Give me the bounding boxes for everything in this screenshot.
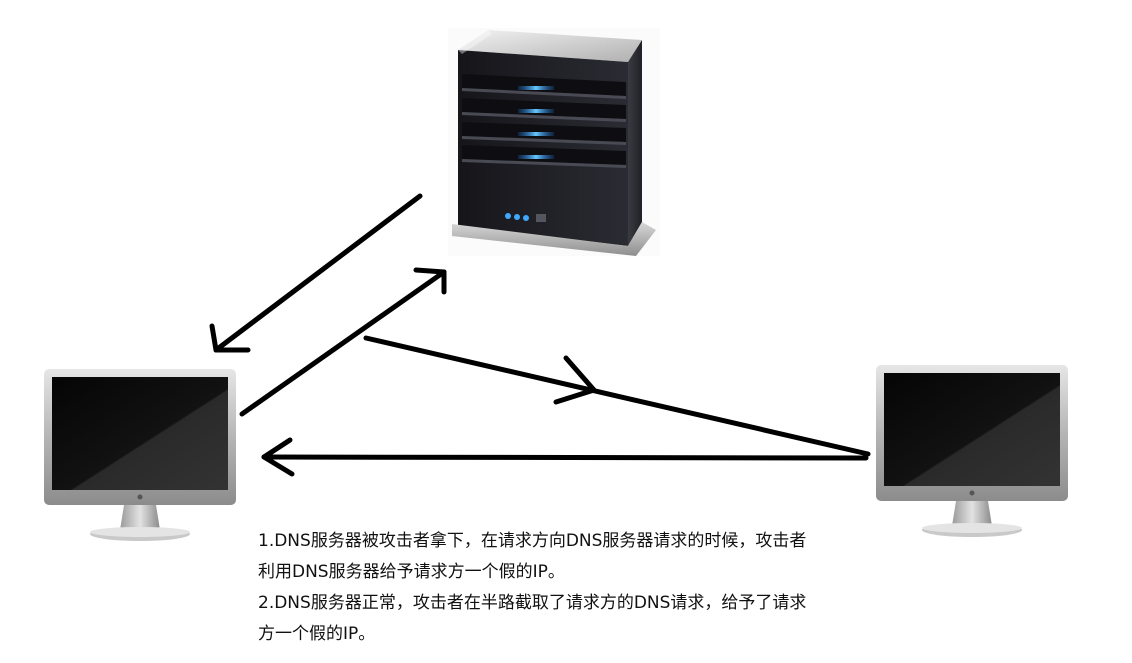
drive-bay [462,122,626,145]
dns-server-icon [448,28,660,256]
drive-bay [462,98,626,122]
attack-notes: 1.DNS服务器被攻击者拿下，在请求方向DNS服务器请求的时候，攻击者利用DNS… [258,526,818,650]
status-led [505,213,511,219]
arrow-client-to-server [239,267,447,417]
client-monitor-icon [44,369,236,541]
arrow-client-to-attacker [363,335,871,457]
status-led [514,214,520,220]
drive-bay [462,74,626,99]
attacker-monitor-icon [876,365,1068,537]
status-led [523,215,529,221]
arrow-server-to-client [209,193,423,353]
arrow-attacker-to-client [261,437,869,477]
note-intercepted-request: 2.DNS服务器正常，攻击者在半路截取了请求方的DNS请求，给予了请求方一个假的… [258,593,807,644]
drive-bay [462,145,626,168]
note-compromised-server: 1.DNS服务器被攻击者拿下，在请求方向DNS服务器请求的时候，攻击者利用DNS… [258,531,807,582]
